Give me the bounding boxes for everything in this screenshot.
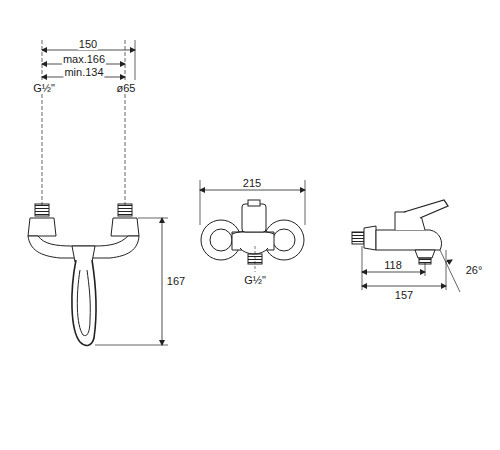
dimension-label: 167 <box>166 275 186 287</box>
dimension-label: 215 <box>242 177 262 189</box>
dimension-label: 118 <box>383 259 403 271</box>
thread-label: G½" <box>243 274 267 286</box>
dimension-label: max.166 <box>62 53 106 65</box>
dimension-label: 157 <box>394 289 414 301</box>
dimension-label: ø65 <box>116 82 137 94</box>
dimension-label: min.134 <box>63 66 104 78</box>
angle-label: 26° <box>465 264 484 276</box>
thread-label: G½" <box>32 82 56 94</box>
dimension-label: 150 <box>78 38 98 50</box>
